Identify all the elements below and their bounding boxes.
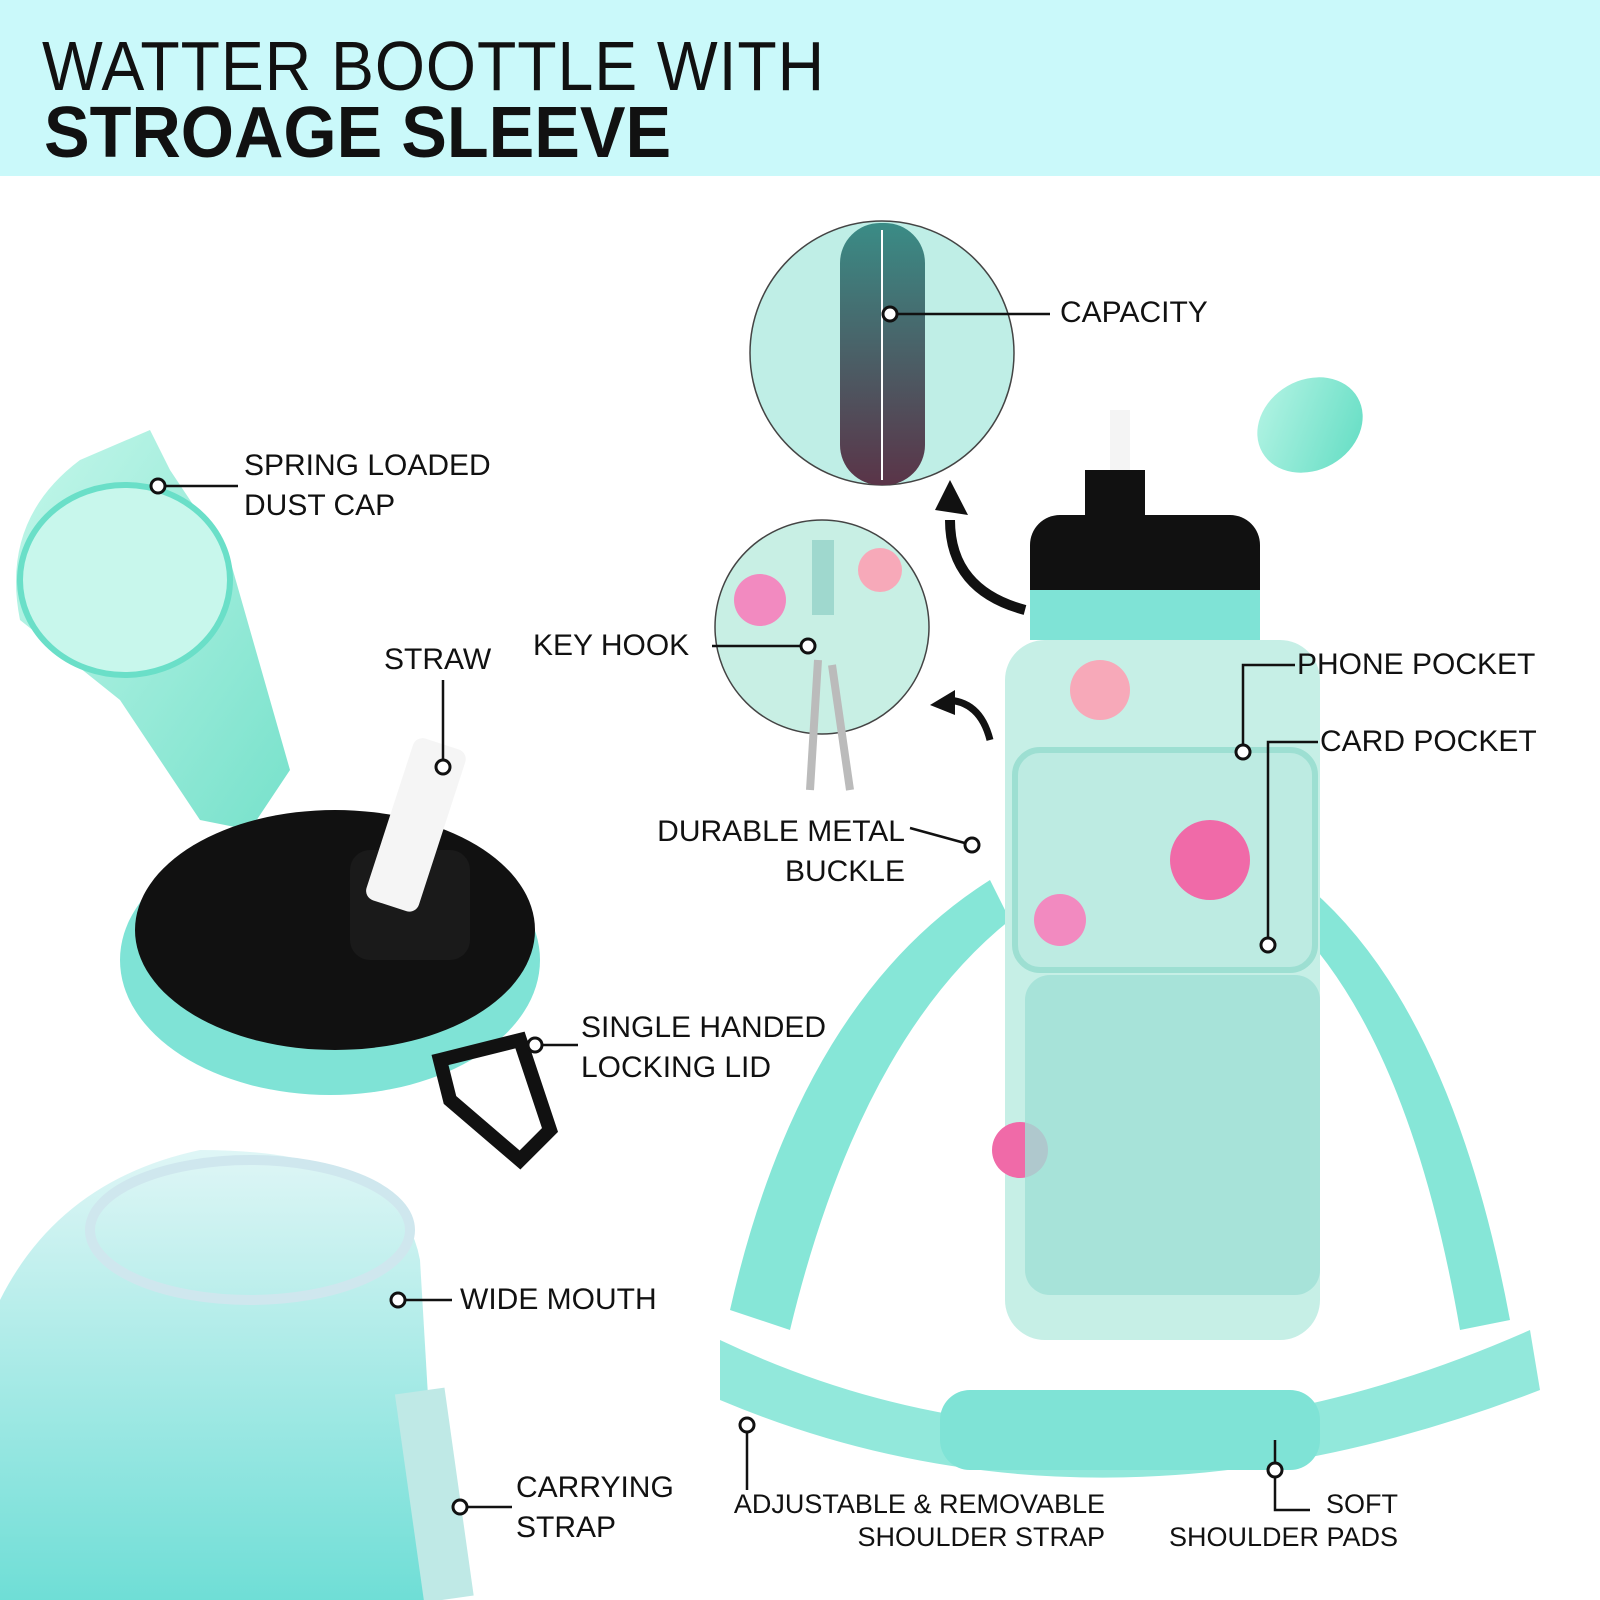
title-line-2: STROAGE SLEEVE <box>44 93 672 173</box>
callout-wide-mouth: WIDE MOUTH <box>460 1283 657 1316</box>
callout-key-hook: KEY HOOK <box>533 629 690 662</box>
title-line-1: WATTER BOOTTLE WITH <box>42 27 826 105</box>
bottle-image <box>0 1150 474 1600</box>
callout-text: SHOULDER PADS <box>1168 1522 1398 1552</box>
callout-dust-cap: SPRING LOADED DUST CAP <box>244 446 491 526</box>
callout-text: SPRING LOADED <box>244 449 491 482</box>
dust-cap-image <box>16 430 290 830</box>
callout-text: SHOULDER STRAP <box>857 1522 1105 1552</box>
callout-text: ADJUSTABLE & REMOVABLE <box>733 1489 1105 1519</box>
callout-locking-lid: SINGLE HANDED LOCKING LID <box>581 1008 826 1088</box>
capacity-inset <box>749 220 1015 486</box>
callout-text: STRAP <box>516 1511 617 1544</box>
callout-text: DURABLE METAL <box>657 815 905 848</box>
callout-text: CARRYING <box>516 1471 674 1504</box>
callout-straw: STRAW <box>384 643 492 676</box>
callout-carrying-strap: CARRYING STRAP <box>516 1468 674 1548</box>
callout-buckle: DURABLE METAL BUCKLE <box>605 812 905 892</box>
locking-lid-image <box>120 738 559 1170</box>
sleeve-bottle-image <box>720 377 1540 1478</box>
callout-shoulder-strap: ADJUSTABLE & REMOVABLE SHOULDER STRAP <box>715 1488 1105 1554</box>
callout-capacity: CAPACITY <box>1060 296 1208 329</box>
callout-phone-pocket: PHONE POCKET <box>1297 648 1536 681</box>
callout-text: LOCKING LID <box>581 1051 772 1084</box>
callout-dots <box>149 305 1284 1516</box>
callout-text: DUST CAP <box>244 489 396 522</box>
callout-card-pocket: CARD POCKET <box>1320 725 1537 758</box>
key-hook-inset <box>714 519 930 791</box>
leader-lines <box>158 312 1318 1512</box>
callout-text: BUCKLE <box>784 855 905 888</box>
title-banner: WATTER BOOTTLE WITH STROAGE SLEEVE <box>0 0 1600 176</box>
callout-text: SOFT <box>1326 1489 1398 1519</box>
callout-shoulder-pads: SOFT SHOULDER PADS <box>1100 1488 1398 1554</box>
callout-text: SINGLE HANDED <box>581 1011 827 1044</box>
